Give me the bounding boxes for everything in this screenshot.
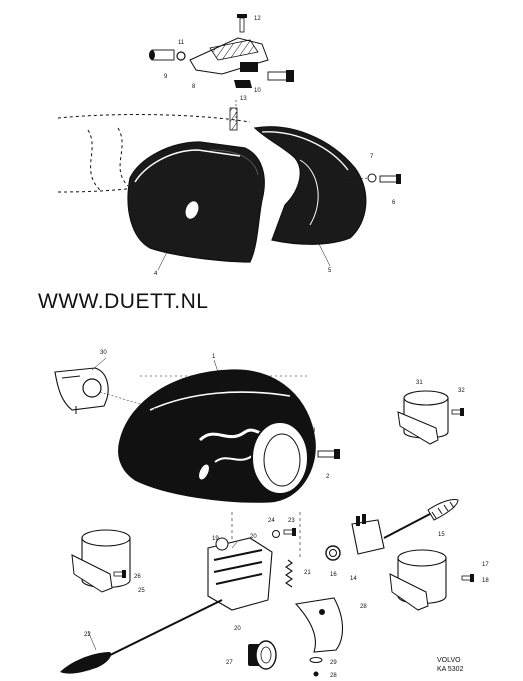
part-label: 6 bbox=[392, 200, 396, 206]
part-label: 5 bbox=[328, 268, 332, 274]
part-label: 20 bbox=[234, 626, 241, 632]
shroud-screw bbox=[317, 449, 340, 459]
part-label: 22 bbox=[84, 632, 91, 638]
part-label: 21 bbox=[304, 570, 311, 576]
bracket-screw bbox=[237, 14, 247, 33]
watermark-text: WWW.DUETT.NL bbox=[38, 290, 209, 313]
switch-washer bbox=[272, 530, 280, 538]
part-label: 7 bbox=[370, 154, 374, 160]
part-label: 23 bbox=[288, 518, 295, 524]
upper-steering-casing bbox=[253, 126, 367, 245]
relay-screw-left bbox=[113, 570, 126, 578]
part-label: 30 bbox=[100, 350, 107, 356]
part-label: 19 bbox=[212, 536, 219, 542]
part-label: 32 bbox=[458, 388, 465, 394]
switch-screw bbox=[283, 528, 296, 536]
mounting-bracket bbox=[54, 367, 109, 414]
wiper-switch-nut bbox=[325, 545, 341, 561]
relay-unit-right-bottom bbox=[389, 549, 447, 611]
part-label: 1 bbox=[212, 354, 216, 360]
part-number-labels: 12 11 9 8 10 13 7 6 4 5 1 30 31 32 3 2 1… bbox=[84, 16, 489, 679]
brand-block: VOLVO KA 5302 bbox=[437, 656, 463, 674]
relay-screw-top bbox=[451, 408, 464, 416]
indicator-lamp bbox=[248, 640, 277, 670]
part-label: 31 bbox=[416, 380, 423, 386]
part-label: 29 bbox=[330, 660, 337, 666]
part-label: 13 bbox=[240, 96, 247, 102]
part-label: 8 bbox=[192, 84, 196, 90]
lock-cylinder bbox=[149, 49, 175, 61]
relay-screw-right bbox=[461, 574, 474, 582]
lower-steering-casing bbox=[127, 141, 265, 263]
part-label: 26 bbox=[134, 574, 141, 580]
part-label: 12 bbox=[254, 16, 261, 22]
leader-lines bbox=[87, 241, 331, 651]
casing-washer bbox=[367, 173, 377, 183]
relay-unit-left bbox=[71, 529, 131, 593]
part-label: 27 bbox=[226, 660, 233, 666]
part-label: 28 bbox=[360, 604, 367, 610]
part-label: 3 bbox=[312, 428, 316, 434]
part-label: 11 bbox=[178, 40, 185, 46]
part-label: 28 bbox=[330, 673, 337, 679]
wiper-switch-stalk bbox=[383, 499, 459, 539]
part-label: 4 bbox=[154, 271, 158, 277]
part-label: 17 bbox=[482, 562, 489, 568]
part-label: 15 bbox=[438, 532, 445, 538]
main-shroud bbox=[118, 369, 316, 503]
lock-washer bbox=[176, 51, 186, 61]
casing-screw bbox=[379, 174, 401, 184]
column-stub bbox=[229, 107, 238, 131]
part-label: 14 bbox=[350, 576, 357, 582]
part-label: 25 bbox=[138, 588, 145, 594]
part-label: 2 bbox=[326, 474, 330, 480]
part-label: 20 bbox=[250, 534, 257, 540]
relay-unit-right-top bbox=[397, 390, 449, 445]
brand-maker: VOLVO bbox=[437, 657, 461, 664]
switch-cover bbox=[294, 597, 344, 653]
brand-code: KA 5302 bbox=[437, 666, 464, 673]
turn-signal-stalk bbox=[60, 599, 223, 674]
turn-signal-switch bbox=[207, 537, 273, 611]
wiper-switch-body bbox=[351, 514, 385, 555]
part-label: 18 bbox=[482, 578, 489, 584]
part-label: 24 bbox=[268, 518, 275, 524]
part-label: 9 bbox=[164, 74, 168, 80]
cover-screw bbox=[313, 671, 319, 677]
part-label: 16 bbox=[330, 572, 337, 578]
return-spring bbox=[285, 559, 293, 588]
cover-washer bbox=[309, 657, 323, 663]
ignition-lock-bracket bbox=[189, 37, 294, 88]
part-label: 10 bbox=[254, 88, 261, 94]
steering-column-tube bbox=[57, 114, 251, 193]
